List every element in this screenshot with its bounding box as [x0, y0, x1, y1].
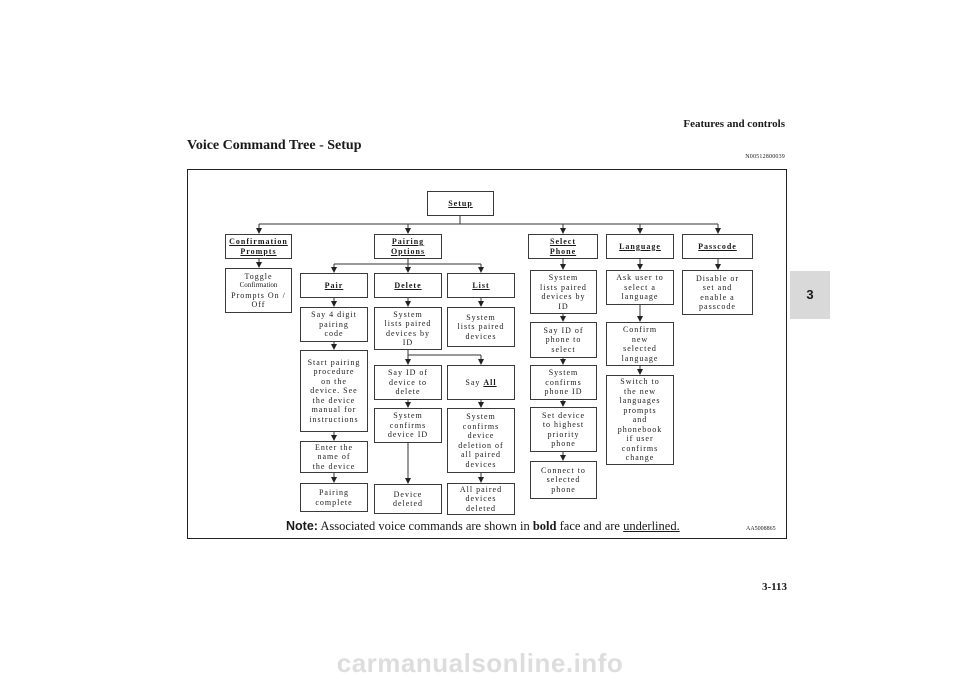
pairing-options-node: Pairing Options	[374, 234, 442, 259]
delete-step-3: System confirms device ID	[374, 408, 442, 443]
note-part1: Associated voice commands are shown in	[317, 519, 533, 533]
passcode-step-1: Disable or set and enable a passcode	[682, 270, 753, 315]
select-phone-step-2: Say ID of phone to select	[530, 322, 597, 358]
page-number: 3-113	[761, 581, 787, 593]
language-step-2: Confirm new selected language	[606, 322, 674, 366]
toggle-detail-line: Confirmation	[239, 281, 278, 289]
chapter-tab: 3	[790, 271, 830, 319]
diagram-frame	[187, 169, 787, 539]
say-label: Say	[465, 377, 484, 387]
language-step-3: Switch to the new languages prompts and …	[606, 375, 674, 465]
page-title: Voice Command Tree - Setup	[187, 138, 362, 153]
note-underlined-word: underlined.	[623, 519, 680, 533]
language-step-1: Ask user to select a language	[606, 270, 674, 305]
delete-step-4: Device deleted	[374, 484, 442, 514]
pair-step-1: Say 4 digit pairing code	[300, 307, 368, 342]
pair-step-4: Pairing complete	[300, 483, 368, 512]
running-header: Features and controls	[683, 118, 785, 130]
delete-node: Delete	[374, 273, 442, 298]
list-step-1: System lists paired devices	[447, 307, 515, 347]
watermark: carmanualsonline.info	[336, 648, 624, 678]
list-step-2: Say All	[447, 365, 515, 400]
note-bold-word: bold	[532, 519, 557, 533]
list-step-3: System confirms device deletion of all p…	[447, 408, 515, 473]
setup-node: Setup	[427, 191, 494, 216]
delete-step-2: Say ID of device to delete	[374, 365, 442, 400]
list-step-4: All paired devices deleted	[447, 483, 515, 515]
list-node: List	[447, 273, 515, 298]
confirmation-prompts-node: Confirmation Prompts	[225, 234, 292, 259]
passcode-node: Passcode	[682, 234, 753, 259]
select-phone-step-3: System confirms phone ID	[530, 365, 597, 400]
select-phone-node: Select Phone	[528, 234, 598, 259]
toggle-tail-line: Prompts On / Off	[231, 290, 286, 310]
say-all-command: All	[483, 377, 497, 387]
select-phone-step-5: Connect to selected phone	[530, 461, 597, 499]
note-part2: face and are	[556, 519, 624, 533]
select-phone-step-4: Set device to highest priority phone	[530, 407, 597, 452]
pair-step-2: Start pairing procedure on the device. S…	[300, 350, 368, 432]
select-phone-step-1: System lists paired devices by ID	[530, 270, 597, 314]
toggle-line: Toggle	[244, 271, 273, 281]
toggle-confirmation-node: Toggle Confirmation Prompts On / Off	[225, 268, 292, 313]
diagram-note: Note: Associated voice commands are show…	[286, 519, 680, 534]
image-id: AA5008865	[746, 526, 776, 532]
section-code: N00512800039	[745, 154, 785, 160]
pair-step-3: Enter the name of the device	[300, 441, 368, 473]
delete-step-1: System lists paired devices by ID	[374, 307, 442, 350]
pair-node: Pair	[300, 273, 368, 298]
note-label: Note:	[286, 519, 318, 533]
language-node: Language	[606, 234, 674, 259]
